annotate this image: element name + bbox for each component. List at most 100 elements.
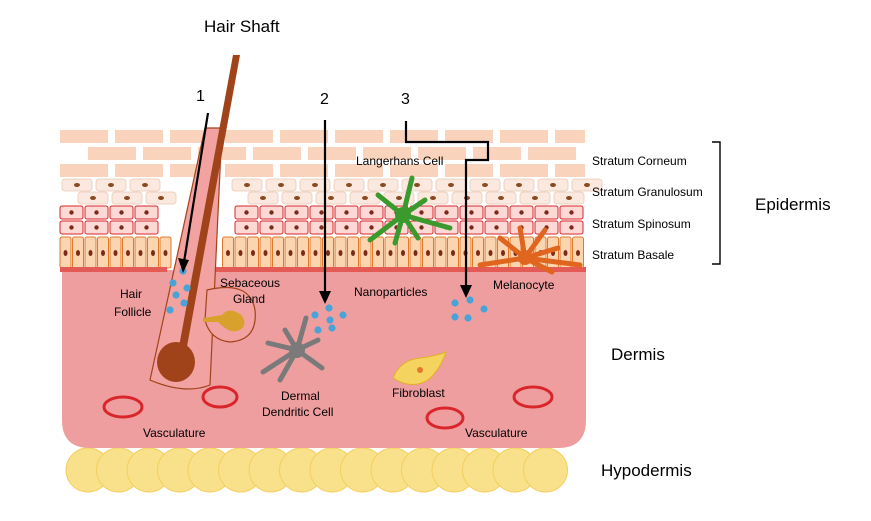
nanoparticle: [180, 299, 188, 307]
granulosum-nucleus: [584, 183, 590, 187]
granulosum-nucleus: [244, 183, 250, 187]
granulosum-nucleus: [498, 196, 504, 200]
corneum-cell: [60, 130, 108, 143]
granulosum-nucleus: [278, 183, 284, 187]
corneum-cell: [445, 130, 493, 143]
langerhans-cell-body: [395, 207, 411, 223]
spinosum-nucleus: [69, 225, 74, 230]
nanoparticle: [464, 314, 472, 322]
spinosum-nucleus: [469, 210, 474, 215]
basale-nucleus: [288, 250, 293, 256]
sebaceous-gland-icon: [203, 310, 245, 332]
corneum-cell: [60, 164, 108, 177]
basale-nucleus: [301, 250, 305, 256]
route-3-arrowhead: [460, 285, 472, 298]
basale-nucleus: [338, 250, 343, 256]
vasculature-right-label: Vasculature: [465, 426, 528, 440]
basale-nucleus: [426, 250, 430, 256]
dermal-dendritic-cell-label-line2: Dendritic Cell: [262, 405, 333, 419]
basale-nucleus: [376, 250, 380, 256]
vessel-icon: [425, 406, 465, 430]
basale-nucleus: [151, 250, 155, 256]
spinosum-nucleus: [244, 225, 249, 230]
corneum-cell: [143, 147, 191, 160]
nanoparticle: [451, 299, 459, 307]
nanoparticle: [326, 316, 334, 324]
basale-nucleus: [401, 250, 405, 256]
dermal-dendritic-cell-body: [289, 342, 305, 358]
nanoparticle: [451, 313, 459, 321]
spinosum-nucleus: [244, 210, 249, 215]
spinosum-nucleus: [94, 210, 99, 215]
stratum-basale-label: Stratum Basale: [592, 248, 674, 262]
corneum-cell: [225, 164, 273, 177]
stratum-granulosum-layer: [61, 178, 603, 205]
spinosum-nucleus: [369, 225, 374, 230]
dermal-dendritic-cell-label-line1: Dermal: [281, 389, 320, 403]
corneum-cell: [363, 147, 411, 160]
basale-nucleus: [113, 250, 118, 256]
hair-follicle-label-line2: Follicle: [114, 305, 152, 319]
spinosum-nucleus: [469, 225, 474, 230]
spinosum-nucleus: [269, 210, 274, 215]
granulosum-nucleus: [294, 196, 300, 200]
granulosum-nucleus: [362, 196, 368, 200]
fibroblast-label: Fibroblast: [392, 386, 445, 400]
granulosum-nucleus: [430, 196, 436, 200]
corneum-cell: [88, 147, 136, 160]
granulosum-nucleus: [158, 196, 164, 200]
langerhans-cell-label: Langerhans Cell: [356, 154, 443, 168]
basale-nucleus: [88, 250, 93, 256]
granulosum-nucleus: [142, 183, 148, 187]
fibroblast-nucleus: [417, 367, 423, 373]
nanoparticle: [328, 324, 336, 332]
hair-bulb: [157, 342, 195, 382]
granulosum-nucleus: [482, 183, 488, 187]
melanocyte-label: Melanocyte: [493, 278, 555, 292]
corneum-cell: [500, 130, 548, 143]
nanoparticle: [183, 284, 191, 292]
spinosum-nucleus: [569, 225, 574, 230]
basale-nucleus: [138, 250, 143, 256]
epidermis-label: Epidermis: [755, 195, 831, 214]
spinosum-nucleus: [544, 210, 549, 215]
route-2-arrowhead: [319, 291, 331, 304]
hypodermis-layer: [65, 447, 568, 493]
dermis-label: Dermis: [611, 345, 665, 364]
nanoparticle: [314, 326, 322, 334]
granulosum-nucleus: [448, 183, 454, 187]
granulosum-nucleus: [312, 183, 318, 187]
sebaceous-gland-label-line2: Gland: [233, 292, 265, 306]
vessel-icon: [102, 395, 144, 419]
granulosum-nucleus: [566, 196, 572, 200]
spinosum-nucleus: [419, 225, 424, 230]
basale-nucleus: [263, 250, 268, 256]
nanoparticle: [325, 304, 333, 312]
nanoparticle: [466, 296, 474, 304]
basale-nucleus: [363, 250, 368, 256]
hypodermis-label: Hypodermis: [601, 461, 692, 480]
nanoparticle: [166, 306, 174, 314]
route-3-arrow: [404, 121, 490, 286]
basale-nucleus: [326, 250, 330, 256]
corneum-cell: [335, 130, 383, 143]
hair-shaft-label: Hair Shaft: [204, 17, 280, 36]
basale-nucleus: [63, 250, 68, 256]
granulosum-nucleus: [108, 183, 114, 187]
corneum-cell: [418, 147, 466, 160]
corneum-cell: [280, 164, 328, 177]
basale-nucleus: [126, 250, 130, 256]
basale-nucleus: [501, 250, 505, 256]
melanocyte-body: [518, 251, 532, 265]
basale-nucleus: [163, 250, 168, 256]
nanoparticle: [480, 305, 488, 313]
vasculature-left-label: Vasculature: [143, 426, 206, 440]
basement-membrane: [60, 267, 167, 272]
basale-nucleus: [313, 250, 318, 256]
basale-nucleus: [101, 250, 105, 256]
granulosum-nucleus: [90, 196, 96, 200]
corneum-cell: [225, 130, 273, 143]
basale-nucleus: [351, 250, 355, 256]
corneum-cell: [115, 164, 163, 177]
